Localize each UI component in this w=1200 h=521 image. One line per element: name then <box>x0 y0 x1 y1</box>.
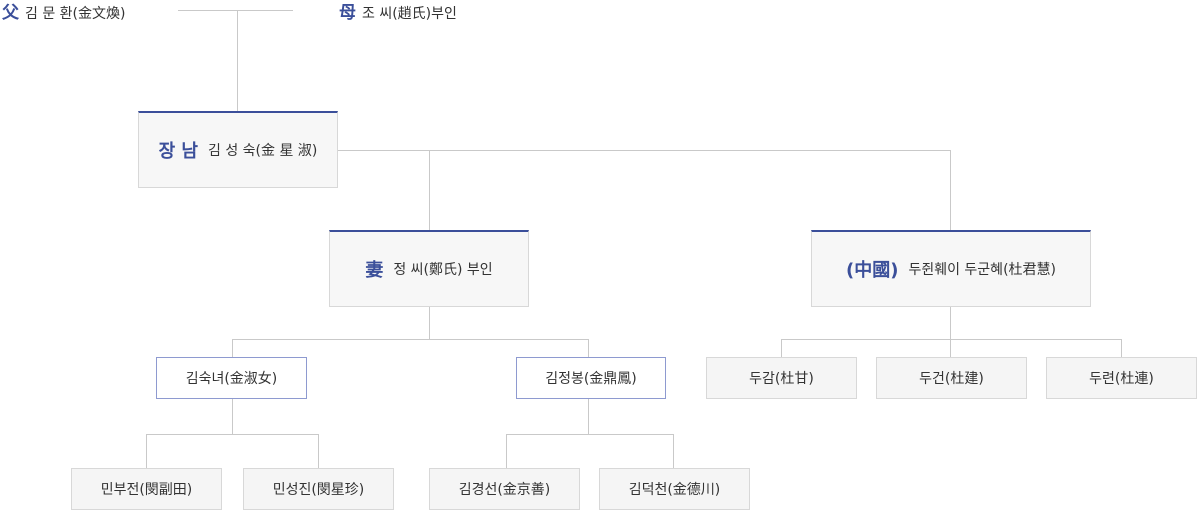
mother-label: 母 조 씨(趙氏)부인 <box>339 2 457 24</box>
child-box: 김정봉(金鼎鳳) <box>516 357 666 399</box>
child-box: 두련(杜連) <box>1046 357 1197 399</box>
connector-child5-down <box>1121 339 1122 357</box>
connector-parents <box>178 10 293 11</box>
wife-jeong-name: 정 씨(鄭氏) 부인 <box>393 262 493 278</box>
connector-child1-down <box>232 339 233 357</box>
connector-child2-down <box>588 339 589 357</box>
child-box: 두감(杜甘) <box>706 357 857 399</box>
connector-wife1-children <box>429 307 430 339</box>
connector-children1-bar <box>232 339 589 340</box>
grandchild-box: 민성진(閔星珍) <box>243 468 394 510</box>
connector-parents-down <box>237 10 238 112</box>
father-label: 父 김 문 환(金文煥) <box>2 2 125 24</box>
father-name: 김 문 환(金文煥) <box>25 6 126 22</box>
wife-du-name: 두쥔훼이 두군혜(杜君慧) <box>908 262 1056 278</box>
connector-grand-b1-down <box>506 434 507 468</box>
wife-jeong-box: 妻 정 씨(鄭氏) 부인 <box>329 230 529 307</box>
wife-du-mark: (中國) <box>846 260 899 281</box>
child-box: 김숙녀(金淑女) <box>156 357 307 399</box>
connector-wife2-down <box>950 150 951 231</box>
connector-child2-grand <box>588 399 589 435</box>
grandchild-box: 김덕천(金德川) <box>599 468 750 510</box>
eldest-son-mark: 장 남 <box>158 141 198 162</box>
connector-grand-a2-down <box>318 434 319 468</box>
connector-children2-bar <box>781 339 1122 340</box>
mother-name: 조 씨(趙氏)부인 <box>362 6 457 22</box>
connector-child4-down <box>950 339 951 357</box>
grandchild-box: 민부전(閔副田) <box>71 468 222 510</box>
connector-grand-b2-down <box>673 434 674 468</box>
connector-child3-down <box>781 339 782 357</box>
connector-grand-a-bar <box>146 434 319 435</box>
child-box: 두건(杜建) <box>876 357 1027 399</box>
connector-grand-a1-down <box>146 434 147 468</box>
connector-wife2-children <box>950 307 951 339</box>
connector-child1-grand <box>232 399 233 435</box>
grandchild-box: 김경선(金京善) <box>429 468 580 510</box>
connector-wife1-down <box>429 150 430 231</box>
connector-eldest-right <box>338 150 951 151</box>
eldest-son-box: 장 남 김 성 숙(金 星 淑) <box>138 111 338 188</box>
father-mark: 父 <box>2 3 19 23</box>
eldest-son-name: 김 성 숙(金 星 淑) <box>208 143 318 159</box>
wife-jeong-mark: 妻 <box>365 260 384 281</box>
mother-mark: 母 <box>339 3 356 23</box>
connector-grand-b-bar <box>506 434 674 435</box>
wife-du-box: (中國) 두쥔훼이 두군혜(杜君慧) <box>811 230 1091 307</box>
